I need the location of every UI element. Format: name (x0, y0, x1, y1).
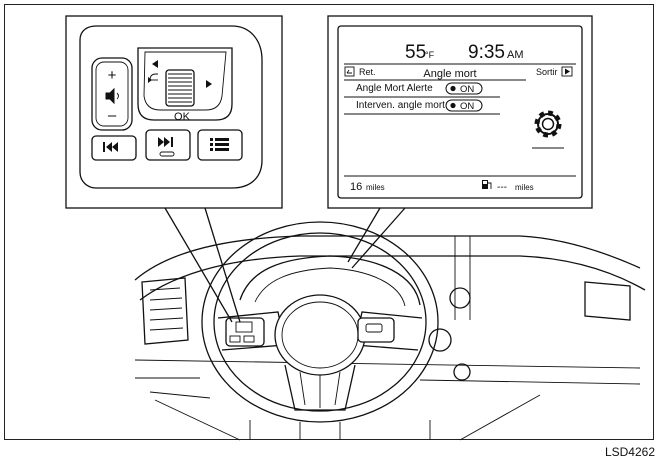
menu-list-icon (210, 138, 229, 151)
back-icon (148, 73, 158, 83)
volume-plus-label: + (108, 67, 117, 84)
back-label: Ret. (359, 67, 376, 77)
temperature-value: 55 (405, 42, 426, 63)
ok-label: OK (174, 111, 191, 123)
exit-label: Sortir (536, 67, 558, 77)
setting-toggle-value: ON (460, 84, 474, 95)
trip-value: 16 (350, 181, 362, 193)
dashboard-scene (134, 221, 646, 441)
previous-track-icon (103, 142, 118, 152)
setting-row-blind-spot-warning[interactable]: Angle Mort Alerte ON (356, 82, 483, 95)
menu-list-button[interactable] (197, 129, 243, 161)
scroll-wheel[interactable] (165, 69, 195, 107)
right-arrow-icon (206, 80, 212, 88)
left-arrow-icon (152, 60, 158, 68)
setting-label: Angle Mort Alerte (356, 83, 433, 94)
figure-frame (4, 4, 654, 440)
setting-label: Interven. angle mort (356, 100, 445, 111)
clock-time: 9:35 (468, 42, 505, 63)
volume-rocker[interactable]: + – (91, 57, 133, 131)
gear-icon (534, 110, 562, 138)
figure-code: LSD4262 (604, 445, 655, 459)
callout-lines (164, 207, 406, 323)
range-unit: miles (515, 183, 534, 192)
setting-toggle-value: ON (460, 101, 474, 112)
range-value: --- (497, 182, 507, 193)
screen-title: Angle mort (423, 68, 476, 80)
exit-icon (565, 68, 570, 75)
back-arrow-icon (346, 69, 352, 74)
setting-row-blind-spot-intervention[interactable]: Interven. angle mort ON (356, 99, 483, 112)
volume-minus-label: – (108, 107, 117, 124)
right-air-vent (428, 281, 631, 381)
temperature-unit: °F (425, 50, 435, 60)
volume-icon (105, 87, 119, 105)
fuel-pump-icon (482, 180, 492, 189)
dpad-ok-button[interactable]: OK (137, 47, 233, 123)
right-switch-pad (357, 317, 395, 343)
next-track-icon (158, 137, 175, 157)
trip-unit: miles (366, 183, 385, 192)
left-switch-pad (225, 317, 265, 347)
next-track-button[interactable] (145, 129, 191, 161)
previous-track-button[interactable] (91, 135, 137, 161)
clock-ampm: AM (507, 49, 524, 61)
left-air-vent (141, 277, 189, 345)
display-inset: 55 °F 9:35 AM Ret. Angle mort Sortir Ang… (327, 15, 593, 209)
exit-button[interactable]: Sortir (536, 66, 573, 77)
back-button[interactable]: Ret. (344, 66, 376, 77)
controls-inset: + – OK (65, 15, 283, 209)
